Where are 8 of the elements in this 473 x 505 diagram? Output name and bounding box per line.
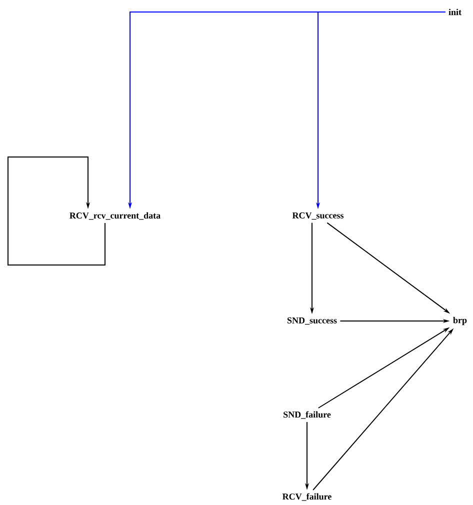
state-label: brp [453, 316, 467, 326]
state-label: SND_success [288, 317, 337, 325]
state-label: RCV_success [292, 212, 344, 220]
state-label: SND_failure [284, 411, 331, 419]
state-label: init [448, 8, 462, 16]
state-label: RCV_rcv_current_data [70, 212, 160, 220]
state-label: RCV_failure [282, 493, 332, 501]
arrow [8, 156, 106, 266]
